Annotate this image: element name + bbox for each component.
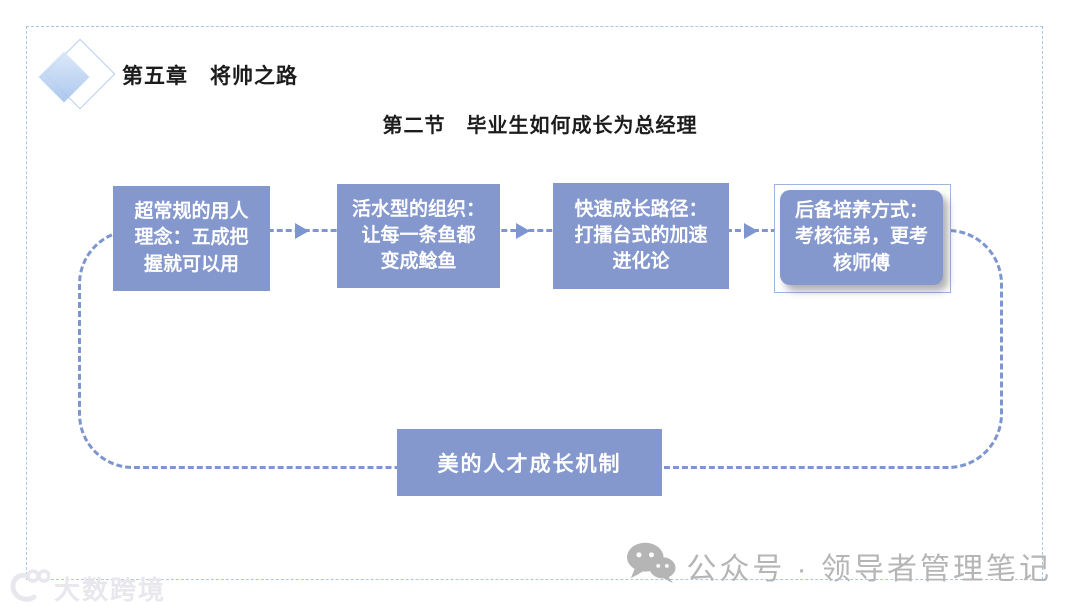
section-title: 第二节 毕业生如何成长为总经理 (382, 115, 698, 137)
flow-box-living-water-organization: 活水型的组织： 让每一条鱼都 变成鲶鱼 (337, 184, 500, 288)
arrow-right-icon (516, 223, 530, 239)
watermark-logo-icon (8, 567, 51, 607)
arrow-right-icon (295, 223, 309, 239)
wechat-account-label: 公众号 · 领导者管理笔记 (686, 552, 1052, 586)
watermark-text: 大数跨境 (54, 575, 167, 605)
wechat-account-banner: 公众号 · 领导者管理笔记 (626, 541, 1052, 590)
watermark: 大数跨境 (8, 567, 166, 607)
slide-border (26, 26, 1043, 580)
chapter-title: 第五章 将帅之路 (122, 65, 298, 88)
flow-box-hiring-philosophy: 超常规的用人 理念：五成把 握就可以用 (113, 186, 270, 291)
flow-box-reserve-training: 后备培养方式： 考核徒弟，更考 核师傅 (780, 190, 943, 285)
summary-box: 美的人才成长机制 (397, 429, 662, 496)
wechat-icon (626, 541, 676, 590)
arrow-right-icon (744, 223, 758, 239)
flow-box-rapid-growth-path: 快速成长路径： 打擂台式的加速 进化论 (553, 183, 729, 289)
